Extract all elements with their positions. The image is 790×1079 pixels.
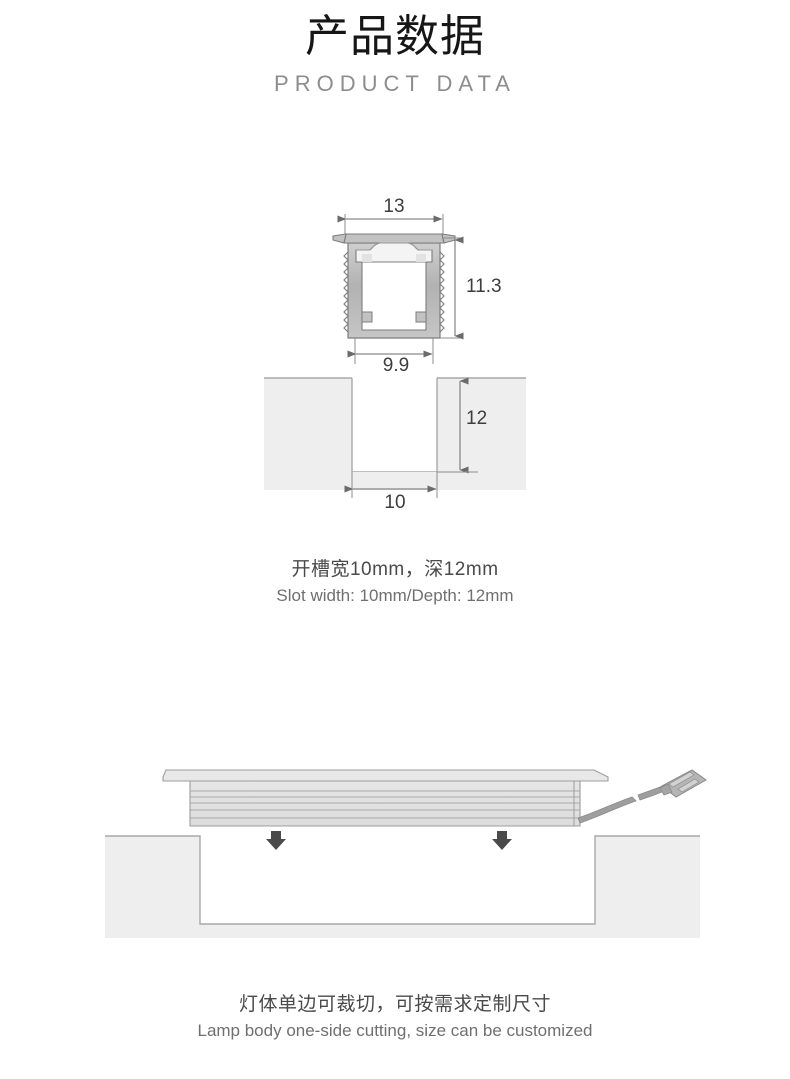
slot-cross-section — [264, 377, 526, 498]
dimension-label-slot-width: 10 — [384, 492, 406, 513]
dimension-label-body-width: 9.9 — [382, 355, 410, 376]
insertion-arrow-left — [266, 831, 286, 850]
slot-caption: 开槽宽10mm，深12mm Slot width: 10mm/Depth: 12… — [0, 556, 790, 608]
slot-caption-cn: 开槽宽10mm，深12mm — [291, 559, 499, 580]
profile-cross-section — [332, 214, 464, 364]
cut-caption: 灯体单边可裁切，可按需求定制尺寸 Lamp body one-side cutt… — [0, 991, 790, 1043]
dimension-label-height: 11.3 — [466, 276, 502, 297]
dimension-label-top-width: 13 — [383, 196, 405, 217]
dimension-label-slot-depth: 12 — [466, 408, 488, 429]
cut-caption-en: Lamp body one-side cutting, size can be … — [197, 1020, 593, 1040]
installation-diagram — [105, 769, 707, 938]
slot-caption-en: Slot width: 10mm/Depth: 12mm — [276, 585, 514, 605]
cable-connector-icon — [659, 769, 707, 798]
page-title-cn: 产品数据 — [305, 12, 485, 61]
page-header: 产品数据 PRODUCT DATA — [0, 0, 790, 97]
page-title-en: PRODUCT DATA — [274, 70, 516, 96]
cut-caption-cn: 灯体单边可裁切，可按需求定制尺寸 — [238, 994, 551, 1015]
insertion-arrow-right — [492, 831, 512, 850]
